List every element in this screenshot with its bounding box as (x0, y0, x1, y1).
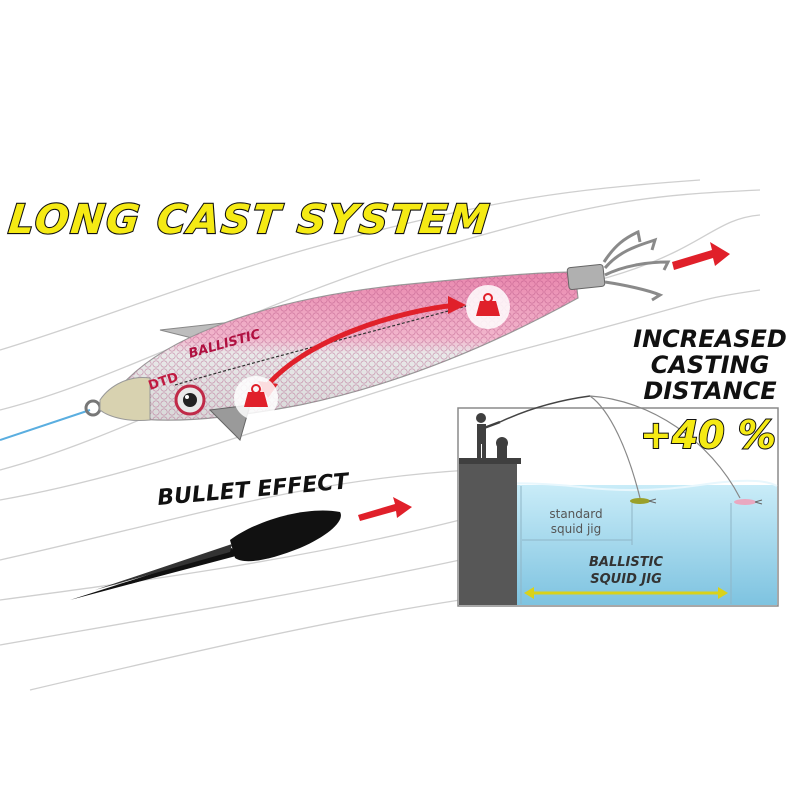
airflow-lines (0, 179, 761, 691)
distance-diagram: standard squid jig BALLISTIC SQUID JIG +… (457, 395, 779, 607)
pier (459, 462, 517, 605)
jig-head (99, 376, 151, 421)
squid-jig: DTD BALLISTIC (0, 229, 730, 441)
headline: LONG CAST SYSTEM (6, 197, 492, 243)
jig-hooks (602, 229, 671, 302)
standard-label-line1: standard (549, 507, 602, 521)
pectoral-fin (208, 404, 251, 441)
increase-callout: INCREASED CASTING DISTANCE (633, 325, 787, 405)
standard-jig-marker (630, 498, 657, 504)
weight-icon (466, 285, 510, 329)
ballistic-label-line1: BALLISTIC (589, 555, 663, 570)
bullet-icon (70, 510, 341, 600)
weight-transfer (234, 285, 510, 420)
ballistic-jig-marker (734, 499, 763, 505)
fishing-line (0, 409, 91, 441)
jig-sleeve (566, 263, 606, 291)
ballistic-distance-arrow (524, 587, 728, 599)
bullet-label: BULLET EFFECT (156, 469, 351, 511)
increase-line2: CASTING (651, 351, 770, 379)
weight-icon (234, 376, 278, 420)
snap-ring (84, 399, 102, 417)
ballistic-label-line2: SQUID JIG (590, 572, 662, 587)
red-arrow-icon (358, 497, 412, 521)
bullet-effect: BULLET EFFECT (70, 469, 412, 600)
increase-percent: +40 % (640, 413, 776, 457)
increase-line3: DISTANCE (643, 377, 777, 405)
increase-line1: INCREASED (633, 325, 787, 353)
fishing-rod (499, 395, 591, 423)
angler-icon (476, 413, 501, 458)
red-arrow-icon (672, 242, 730, 270)
standard-label-line2: squid jig (551, 522, 602, 536)
